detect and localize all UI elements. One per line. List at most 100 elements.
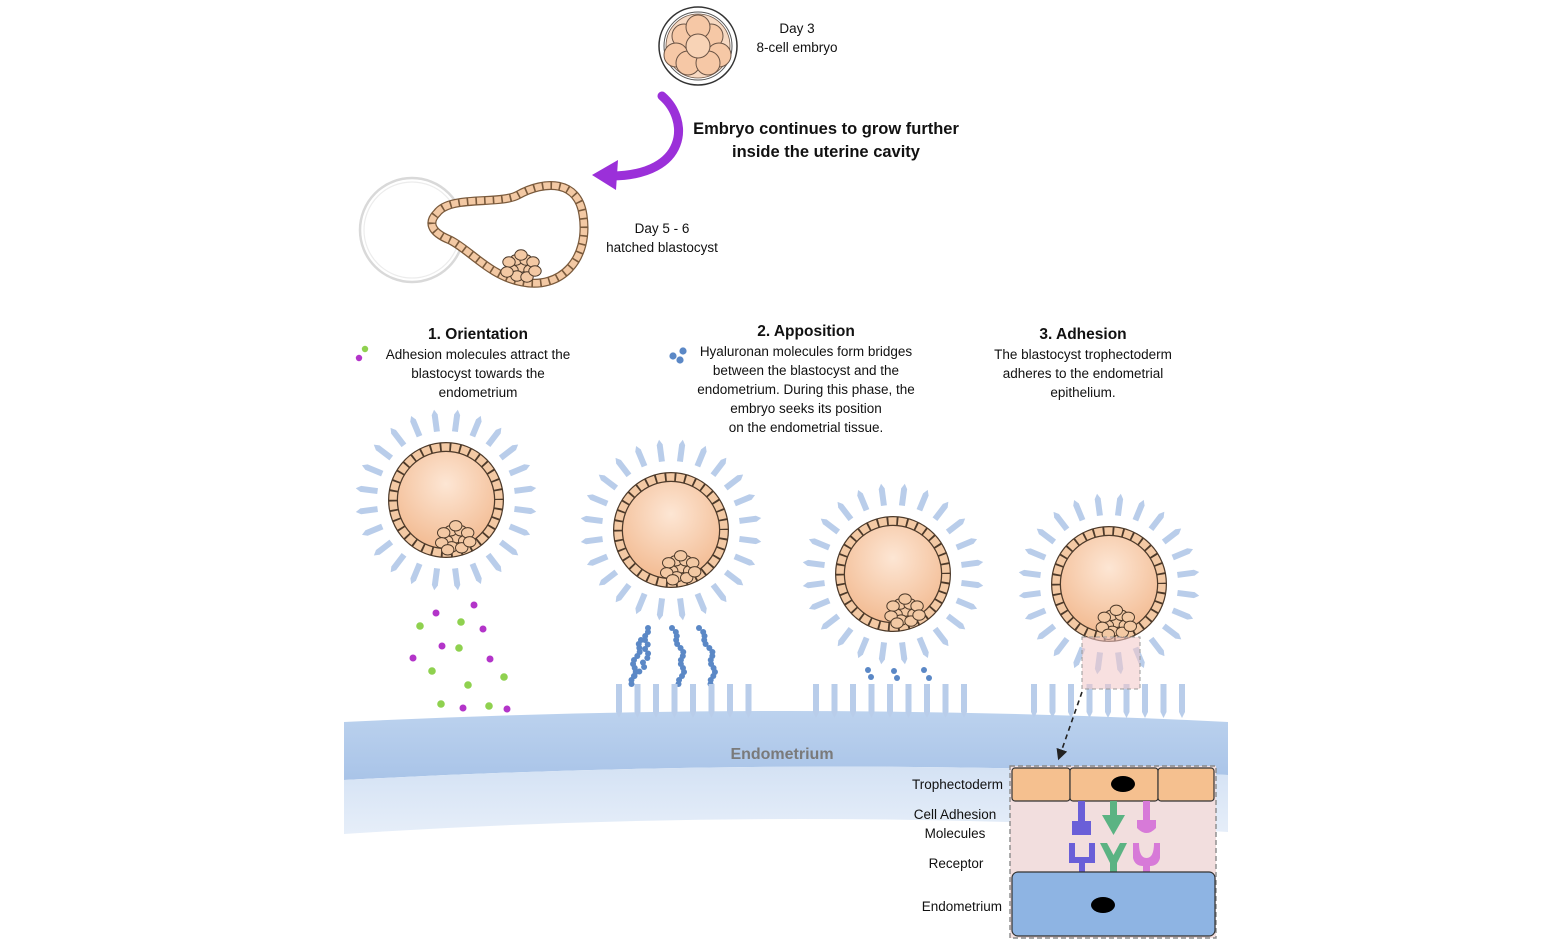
spike	[598, 474, 619, 491]
blastocyst-orientation	[355, 409, 537, 591]
spike	[945, 518, 966, 535]
spike	[586, 553, 609, 566]
spike	[820, 613, 841, 630]
spike	[1036, 528, 1057, 545]
spike	[802, 559, 825, 569]
spike	[390, 427, 407, 448]
spike	[1094, 493, 1103, 516]
spike	[485, 552, 502, 573]
step3-description: The blastocyst trophectoderm adheres to …	[994, 347, 1172, 400]
spike	[1036, 623, 1057, 640]
spike	[355, 485, 378, 495]
spike	[739, 515, 762, 524]
spike	[1132, 499, 1145, 522]
spike	[1161, 623, 1182, 640]
spike	[955, 597, 978, 610]
spike	[1018, 590, 1041, 599]
spike	[802, 580, 825, 589]
spike	[878, 483, 887, 506]
spike	[580, 515, 603, 525]
spike	[452, 568, 461, 591]
spike	[390, 552, 407, 573]
inset-cam-label: Cell Adhesion Molecules	[913, 807, 997, 841]
spike	[1148, 636, 1165, 657]
spike	[898, 483, 908, 506]
spike	[1171, 607, 1194, 620]
spike	[498, 444, 519, 461]
blastocyst-apposition-2	[802, 483, 984, 665]
spike	[498, 539, 519, 556]
spike	[1024, 548, 1047, 561]
hatched-blastocyst-label: hatched blastocyst	[606, 240, 718, 255]
spike	[808, 597, 831, 610]
spike	[514, 485, 537, 494]
spike	[1161, 528, 1182, 545]
spike	[431, 568, 441, 591]
spike	[808, 538, 831, 551]
spike	[361, 464, 384, 477]
endometrium-label: Endometrium	[730, 746, 834, 763]
spike	[1053, 636, 1070, 657]
zoom-region	[1056, 636, 1141, 761]
spike	[1018, 569, 1041, 579]
growth-arrow-icon	[592, 91, 683, 190]
step2-title: 2. Apposition	[757, 323, 855, 340]
spike	[916, 636, 929, 659]
spike	[1114, 493, 1124, 516]
blastocyst-apposition	[580, 439, 762, 621]
spike	[1024, 607, 1047, 620]
spike	[733, 553, 756, 566]
growth-text: Embryo continues to grow further inside …	[693, 120, 959, 161]
spike	[615, 582, 632, 603]
spike	[837, 626, 854, 647]
spike	[677, 598, 686, 621]
inset-endometrium-label: Endometrium	[921, 899, 1002, 914]
day3-label: Day 3	[779, 21, 815, 36]
spike	[694, 592, 707, 615]
spike	[857, 489, 870, 512]
spike	[961, 559, 984, 568]
spike	[1177, 589, 1200, 599]
endometrium-band	[344, 711, 1228, 834]
spike	[514, 505, 537, 515]
adhesion-inset	[1009, 765, 1217, 939]
spike	[857, 636, 870, 659]
spike	[945, 613, 966, 630]
spike	[485, 427, 502, 448]
spike	[580, 536, 603, 545]
step1-description: Adhesion molecules attract the blastocys…	[385, 347, 571, 400]
spike	[586, 494, 609, 507]
spike	[837, 501, 854, 522]
spike	[676, 439, 686, 462]
hyaluronan-legend-icon	[669, 347, 687, 364]
adhesion-molecules	[409, 601, 511, 713]
spike	[916, 489, 929, 512]
spike	[710, 582, 727, 603]
spike	[878, 642, 888, 665]
hatched-blastocyst-icon	[358, 176, 589, 288]
spike	[733, 494, 756, 507]
spike	[656, 439, 665, 462]
spike	[469, 415, 482, 438]
spike	[723, 474, 744, 491]
spike	[469, 562, 482, 585]
spike	[508, 523, 531, 536]
spike	[955, 538, 978, 551]
endometrial-microvilli	[616, 684, 1185, 718]
spike	[899, 642, 908, 665]
spike	[373, 539, 394, 556]
spike	[723, 569, 744, 586]
spike	[451, 409, 461, 432]
spike	[1177, 569, 1200, 578]
spike	[1148, 511, 1165, 532]
hyaluronan-chains	[628, 625, 932, 687]
eight-cell-embryo-icon	[658, 6, 738, 86]
spike	[615, 457, 632, 478]
spike	[820, 518, 841, 535]
spike	[961, 579, 984, 589]
spike	[656, 598, 666, 621]
step1-title: 1. Orientation	[428, 326, 528, 343]
spike	[431, 409, 440, 432]
spike	[635, 592, 648, 615]
